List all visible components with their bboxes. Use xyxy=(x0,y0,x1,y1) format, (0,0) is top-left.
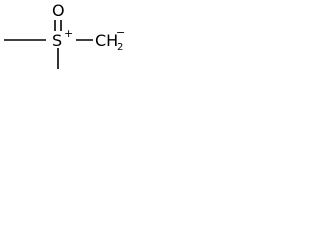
charge-carbanion: − xyxy=(116,26,125,39)
atom-sulfur: S xyxy=(52,31,62,50)
chemical-structure: O S + CH 2 − xyxy=(4,1,125,69)
charge-sulfur: + xyxy=(64,27,73,40)
atom-oxygen: O xyxy=(52,1,65,20)
atom-carbanion: CH xyxy=(95,31,118,50)
carbanion-subscript: 2 xyxy=(117,42,123,53)
